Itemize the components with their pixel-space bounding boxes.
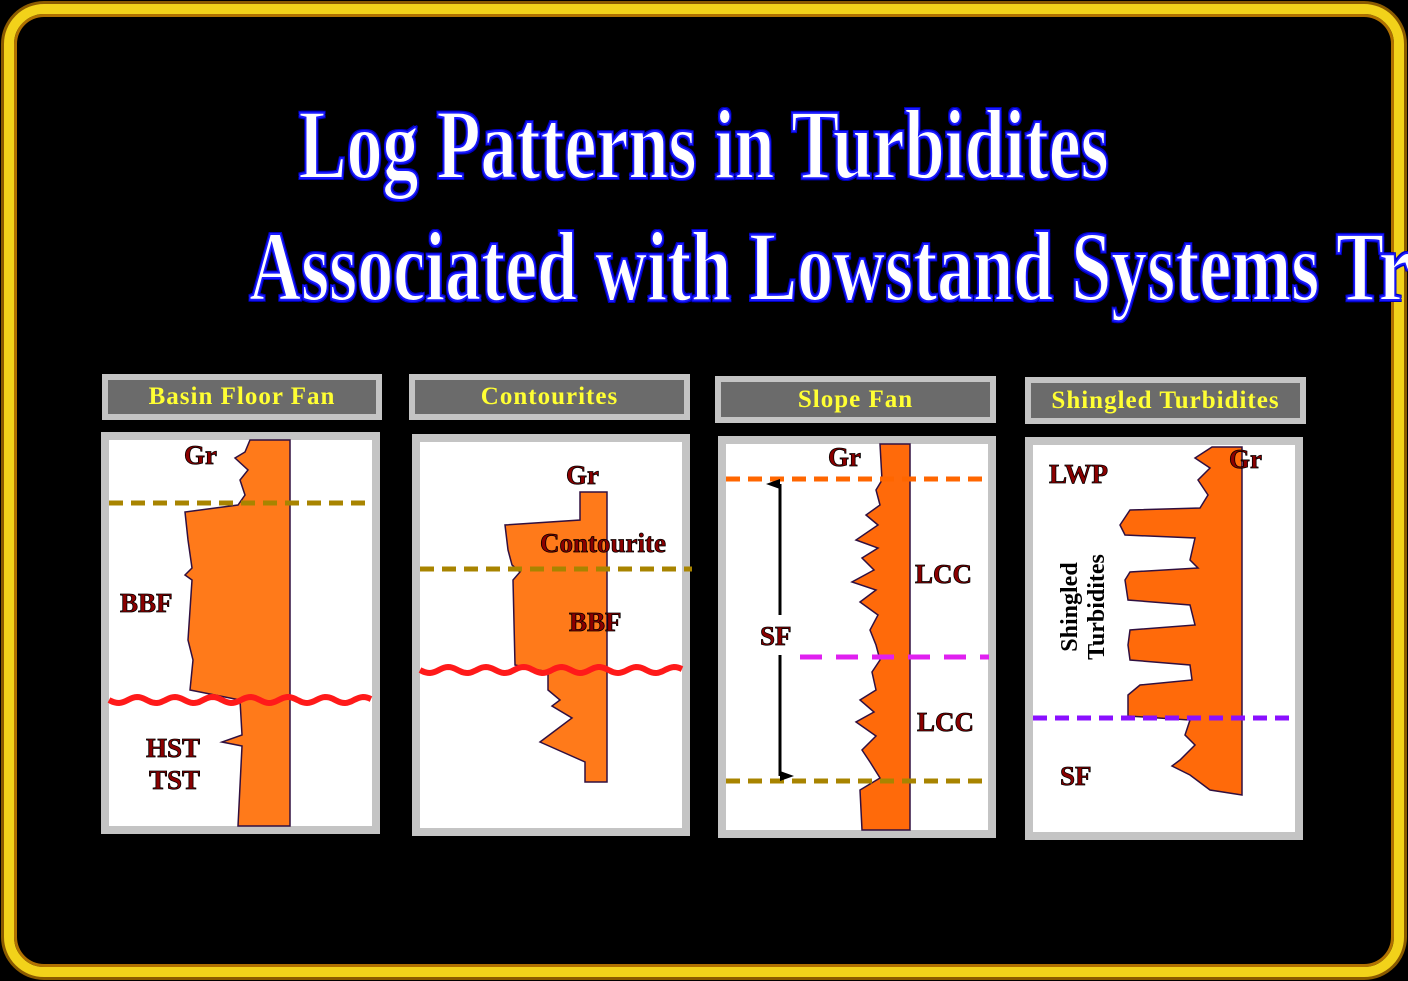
label-gr: Gr [566,460,599,490]
header-label: Slope Fan [721,382,990,417]
label-tst: TST [149,765,200,795]
sequence-boundary-wavy-line [418,663,684,677]
label-contourite: Contourite [540,528,666,558]
header-label: Shingled Turbidites [1031,383,1300,418]
header-label: Basin Floor Fan [108,380,376,414]
label-sf: SF [1060,761,1092,791]
label-sf: SF [760,621,792,651]
label-lcc-upper: LCC [915,559,972,589]
arrow-label-bg [765,615,795,655]
title-text-2: Associated with Lowstand Systems Tracts [248,211,1408,323]
label-turbidites: Turbidites [1084,554,1110,660]
panel-header-shingled-turbidites: Shingled Turbidites [1025,377,1306,424]
label-shingled: Shingled [1057,562,1083,652]
label-hst: HST [146,733,200,763]
panel-header-basin-floor-fan: Basin Floor Fan [102,374,382,420]
title-line-1: Log Patterns in Turbidites [0,89,1408,201]
label-lwp: LWP [1049,459,1108,489]
label-bbf: BBF [569,607,622,637]
header-label: Contourites [415,380,684,414]
label-lcc-lower: LCC [917,707,974,737]
gamma-log-shingled-turbidites [1119,446,1243,796]
label-gr: Gr [1229,444,1262,474]
label-gr: Gr [184,440,217,470]
gamma-log-slope-fan [850,443,911,831]
panel-header-contourites: Contourites [409,374,690,420]
panel-header-slope-fan: Slope Fan [715,376,996,423]
label-gr: Gr [828,442,861,472]
label-bbf: BBF [120,588,173,618]
sequence-boundary-wavy-line [107,693,373,707]
title-text-1: Log Patterns in Turbidites [298,89,1110,201]
title-line-2: Associated with Lowstand Systems Tracts [0,211,1408,323]
gamma-log-basin-floor-fan [183,439,291,827]
